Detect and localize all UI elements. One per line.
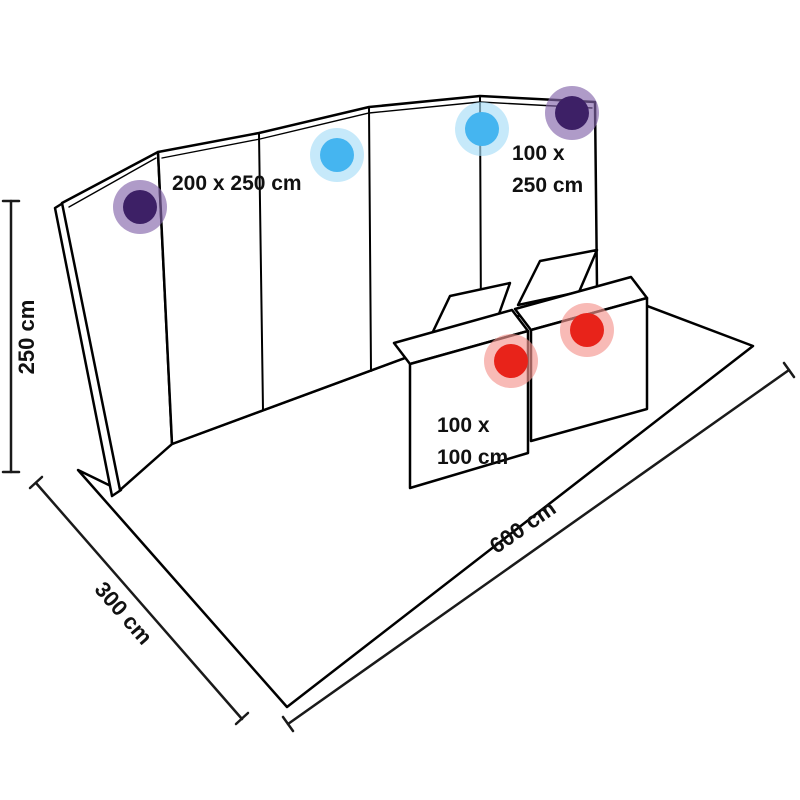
dimension-depth-cap-start <box>28 475 44 490</box>
panel-divider-2 <box>368 107 372 372</box>
counter-size-label-line1: 100 x <box>437 414 490 437</box>
counter-right-front <box>529 296 649 443</box>
dimension-depth-line <box>34 481 244 721</box>
panel-divider-1 <box>258 133 264 411</box>
dimension-width-cap-start <box>281 715 295 733</box>
back-wall-face <box>156 94 599 446</box>
red-marker-counter-left <box>494 344 528 378</box>
counter-size-label-line2: 100 cm <box>437 446 508 469</box>
right-wall-size-label-line1: 100 x <box>512 142 565 165</box>
dimension-height-label: 250 cm <box>14 300 39 375</box>
red-marker-counter-right <box>570 313 604 347</box>
purple-marker-wall-end <box>555 96 589 130</box>
left-wall-top-line <box>68 157 157 208</box>
dimension-width-cap-end <box>782 361 796 379</box>
left-wall <box>53 150 174 498</box>
right-wall-size-label-line2: 250 cm <box>512 174 583 197</box>
markers <box>113 86 614 388</box>
dimension-height: 250 cm <box>1 199 39 474</box>
dimension-depth-cap-end <box>234 711 250 726</box>
purple-marker-left-wall <box>123 190 157 224</box>
dimension-depth-label: 300 cm <box>90 577 158 650</box>
size-labels: 200 x 250 cm 100 x 250 cm 100 x 100 cm <box>172 142 583 469</box>
dimension-width-line <box>286 368 791 726</box>
blue-marker-right-wall <box>465 112 499 146</box>
blue-marker-mid-wall <box>320 138 354 172</box>
back-wall-size-label: 200 x 250 cm <box>172 172 302 195</box>
